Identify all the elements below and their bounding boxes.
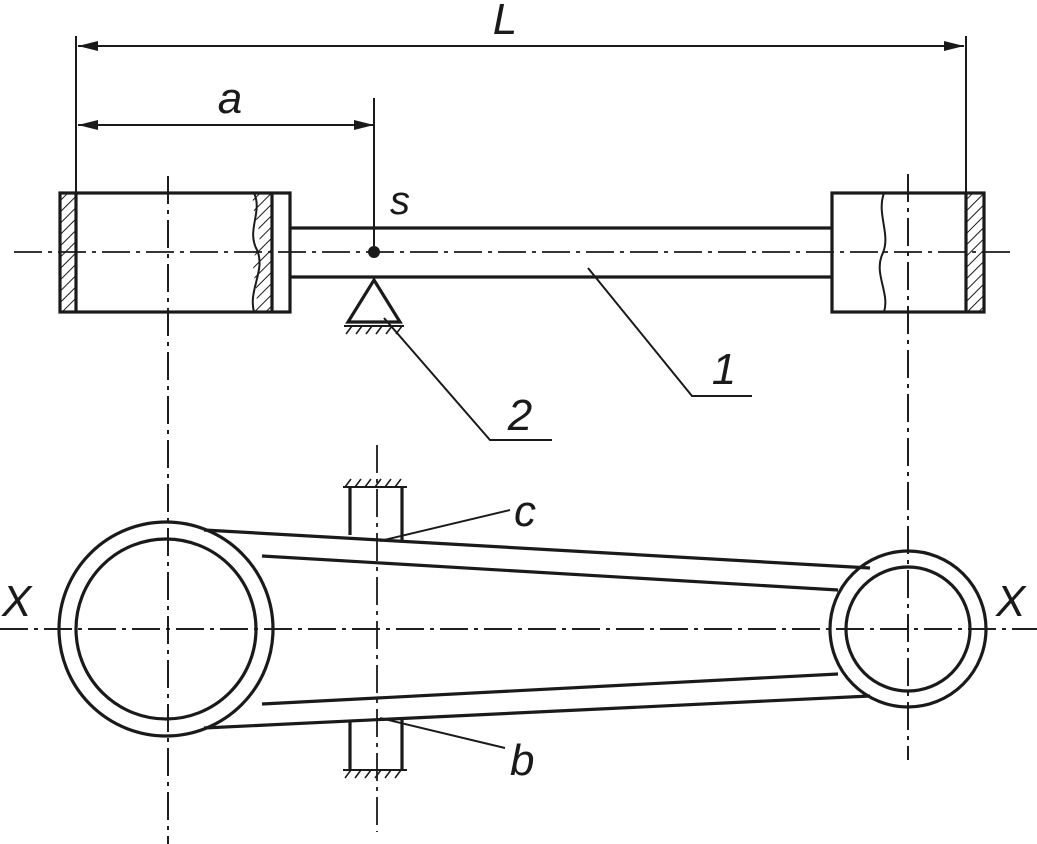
axis-x-left-label: X [1,577,33,626]
knife-edge-support [345,276,403,324]
leader-line-c [379,509,511,542]
left-end-break-line [251,192,261,313]
left-big-end [58,191,292,314]
axis-x-right-label: X [995,577,1027,626]
part-1-label: 1 [712,345,736,394]
rod-top-outer-edge [203,528,871,570]
leader-line-1 [587,267,752,397]
rod-bottom-outer-edge [203,694,871,730]
right-end-hatch [966,193,984,312]
clamp-bottom [343,719,407,779]
point-c-label: c [514,487,536,536]
left-end-hatch-inner [252,193,272,312]
right-end-break-line [878,192,887,313]
rod-top-inner-edge [261,554,839,592]
centre-of-mass-label: s [390,179,410,223]
left-end-hatch-outer [60,193,76,312]
leader-line-b [379,717,506,749]
plan-view: c b X X [0,174,1037,844]
part-2-label: 2 [507,391,532,440]
point-b-label: b [510,736,534,785]
dimension-l-label: L [493,0,517,44]
leader-line-2 [383,317,552,441]
rod-bottom-inner-edge [261,672,839,706]
dimension-a-label: a [218,74,242,123]
centre-of-mass-point [368,246,380,258]
clamp-top [343,478,407,541]
